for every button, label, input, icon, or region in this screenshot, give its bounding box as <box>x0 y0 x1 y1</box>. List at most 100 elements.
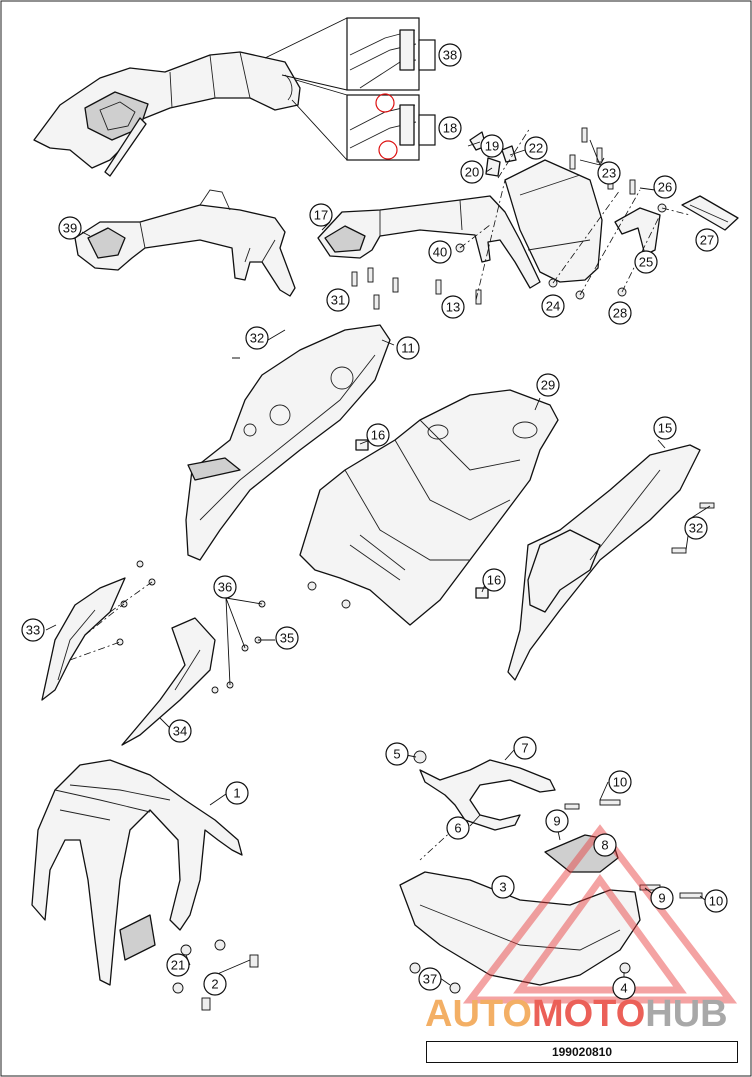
callout-16-bottom: 16 <box>482 568 506 592</box>
watermark-text: AUTOMOTOHUB <box>425 993 728 1035</box>
part-carrier-bracket-17 <box>317 195 541 289</box>
svg-text:19: 19 <box>485 139 499 154</box>
svg-text:15: 15 <box>658 421 672 436</box>
part-panel-33 <box>41 560 156 701</box>
part-panel-34 <box>121 600 266 746</box>
callout-28: 28 <box>608 301 632 325</box>
callout-1: 1 <box>225 781 249 805</box>
callout-3: 3 <box>491 875 515 899</box>
callout-13: 13 <box>441 295 465 319</box>
part-side-cover-11 <box>185 324 391 561</box>
svg-text:32: 32 <box>689 521 703 536</box>
svg-text:38: 38 <box>443 48 457 63</box>
svg-text:13: 13 <box>446 300 460 315</box>
svg-text:36: 36 <box>218 580 232 595</box>
callout-6: 6 <box>446 816 470 840</box>
svg-text:21: 21 <box>171 958 185 973</box>
svg-text:37: 37 <box>423 972 437 987</box>
callout-22: 22 <box>524 136 548 160</box>
svg-text:9: 9 <box>553 814 560 829</box>
document-number: 199020810 <box>551 1045 613 1059</box>
watermark-logo: AUTOMOTOHUB <box>425 824 738 1035</box>
callout-29: 29 <box>536 373 560 397</box>
callout-8: 8 <box>593 833 617 857</box>
callout-32-left: 32 <box>245 326 269 350</box>
callout-11: 11 <box>396 336 420 360</box>
callout-32-right: 32 <box>684 516 708 540</box>
part-belly-pan-3 <box>399 834 703 994</box>
svg-text:9: 9 <box>658 891 665 906</box>
svg-text:28: 28 <box>613 306 627 321</box>
svg-text:16: 16 <box>487 573 501 588</box>
inset-detail-18 <box>291 79 436 161</box>
callout-34: 34 <box>168 719 192 743</box>
callout-20: 20 <box>460 160 484 184</box>
watermark-auto: AUTO <box>425 993 532 1035</box>
part-side-cover-15 <box>507 444 715 681</box>
part-clips-19-20 <box>469 131 517 177</box>
svg-text:25: 25 <box>639 255 653 270</box>
svg-text:17: 17 <box>314 208 328 223</box>
svg-text:2: 2 <box>211 977 218 992</box>
svg-text:11: 11 <box>401 341 415 356</box>
callout-18: 18 <box>438 116 462 140</box>
watermark-moto: MOTO <box>532 993 645 1035</box>
svg-text:10: 10 <box>709 894 723 909</box>
callout-35: 35 <box>275 626 299 650</box>
clips-16 <box>355 439 489 599</box>
svg-text:26: 26 <box>658 180 672 195</box>
svg-text:33: 33 <box>26 623 40 638</box>
svg-text:16: 16 <box>371 428 385 443</box>
svg-text:5: 5 <box>393 747 400 762</box>
watermark-hub: HUB <box>645 993 727 1035</box>
part-undertray-29 <box>299 389 559 626</box>
callout-10-top: 10 <box>608 770 632 794</box>
callout-37: 37 <box>418 967 442 991</box>
callout-2: 2 <box>203 972 227 996</box>
svg-text:10: 10 <box>613 775 627 790</box>
dash-lines-top <box>459 127 691 301</box>
part-bracket-25 <box>614 207 661 256</box>
callout-9-bottom: 9 <box>650 886 674 910</box>
svg-text:4: 4 <box>620 981 627 996</box>
callout-7: 7 <box>513 736 537 760</box>
svg-text:18: 18 <box>443 121 457 136</box>
svg-text:6: 6 <box>454 821 461 836</box>
svg-text:20: 20 <box>465 165 479 180</box>
svg-text:29: 29 <box>541 378 555 393</box>
callout-15: 15 <box>653 416 677 440</box>
svg-text:8: 8 <box>601 838 608 853</box>
svg-text:1: 1 <box>233 786 240 801</box>
callout-16-top: 16 <box>366 423 390 447</box>
callout-31: 31 <box>326 288 350 312</box>
svg-text:24: 24 <box>546 299 560 314</box>
callout-19: 19 <box>480 134 504 158</box>
svg-text:23: 23 <box>602 166 616 181</box>
callout-26: 26 <box>653 175 677 199</box>
callout-39: 39 <box>58 216 82 240</box>
callout-9-top: 9 <box>545 809 569 833</box>
svg-text:27: 27 <box>700 233 714 248</box>
callout-25: 25 <box>634 250 658 274</box>
svg-text:34: 34 <box>173 724 187 739</box>
svg-text:35: 35 <box>280 631 294 646</box>
svg-text:39: 39 <box>63 221 77 236</box>
callout-4: 4 <box>612 976 636 1000</box>
svg-text:3: 3 <box>499 880 506 895</box>
callout-24: 24 <box>541 294 565 318</box>
callout-17: 17 <box>309 203 333 227</box>
inset-detail-38 <box>264 17 436 91</box>
svg-text:22: 22 <box>529 141 543 156</box>
callout-40: 40 <box>428 240 452 264</box>
part-front-fender-1 <box>31 759 243 986</box>
callout-38: 38 <box>438 43 462 67</box>
svg-text:32: 32 <box>250 331 264 346</box>
svg-text:7: 7 <box>521 741 528 756</box>
callout-27: 27 <box>695 228 719 252</box>
callout-33: 33 <box>21 618 45 642</box>
svg-text:40: 40 <box>433 245 447 260</box>
callout-36: 36 <box>213 575 237 599</box>
document-number-box: 199020810 <box>426 1041 738 1063</box>
